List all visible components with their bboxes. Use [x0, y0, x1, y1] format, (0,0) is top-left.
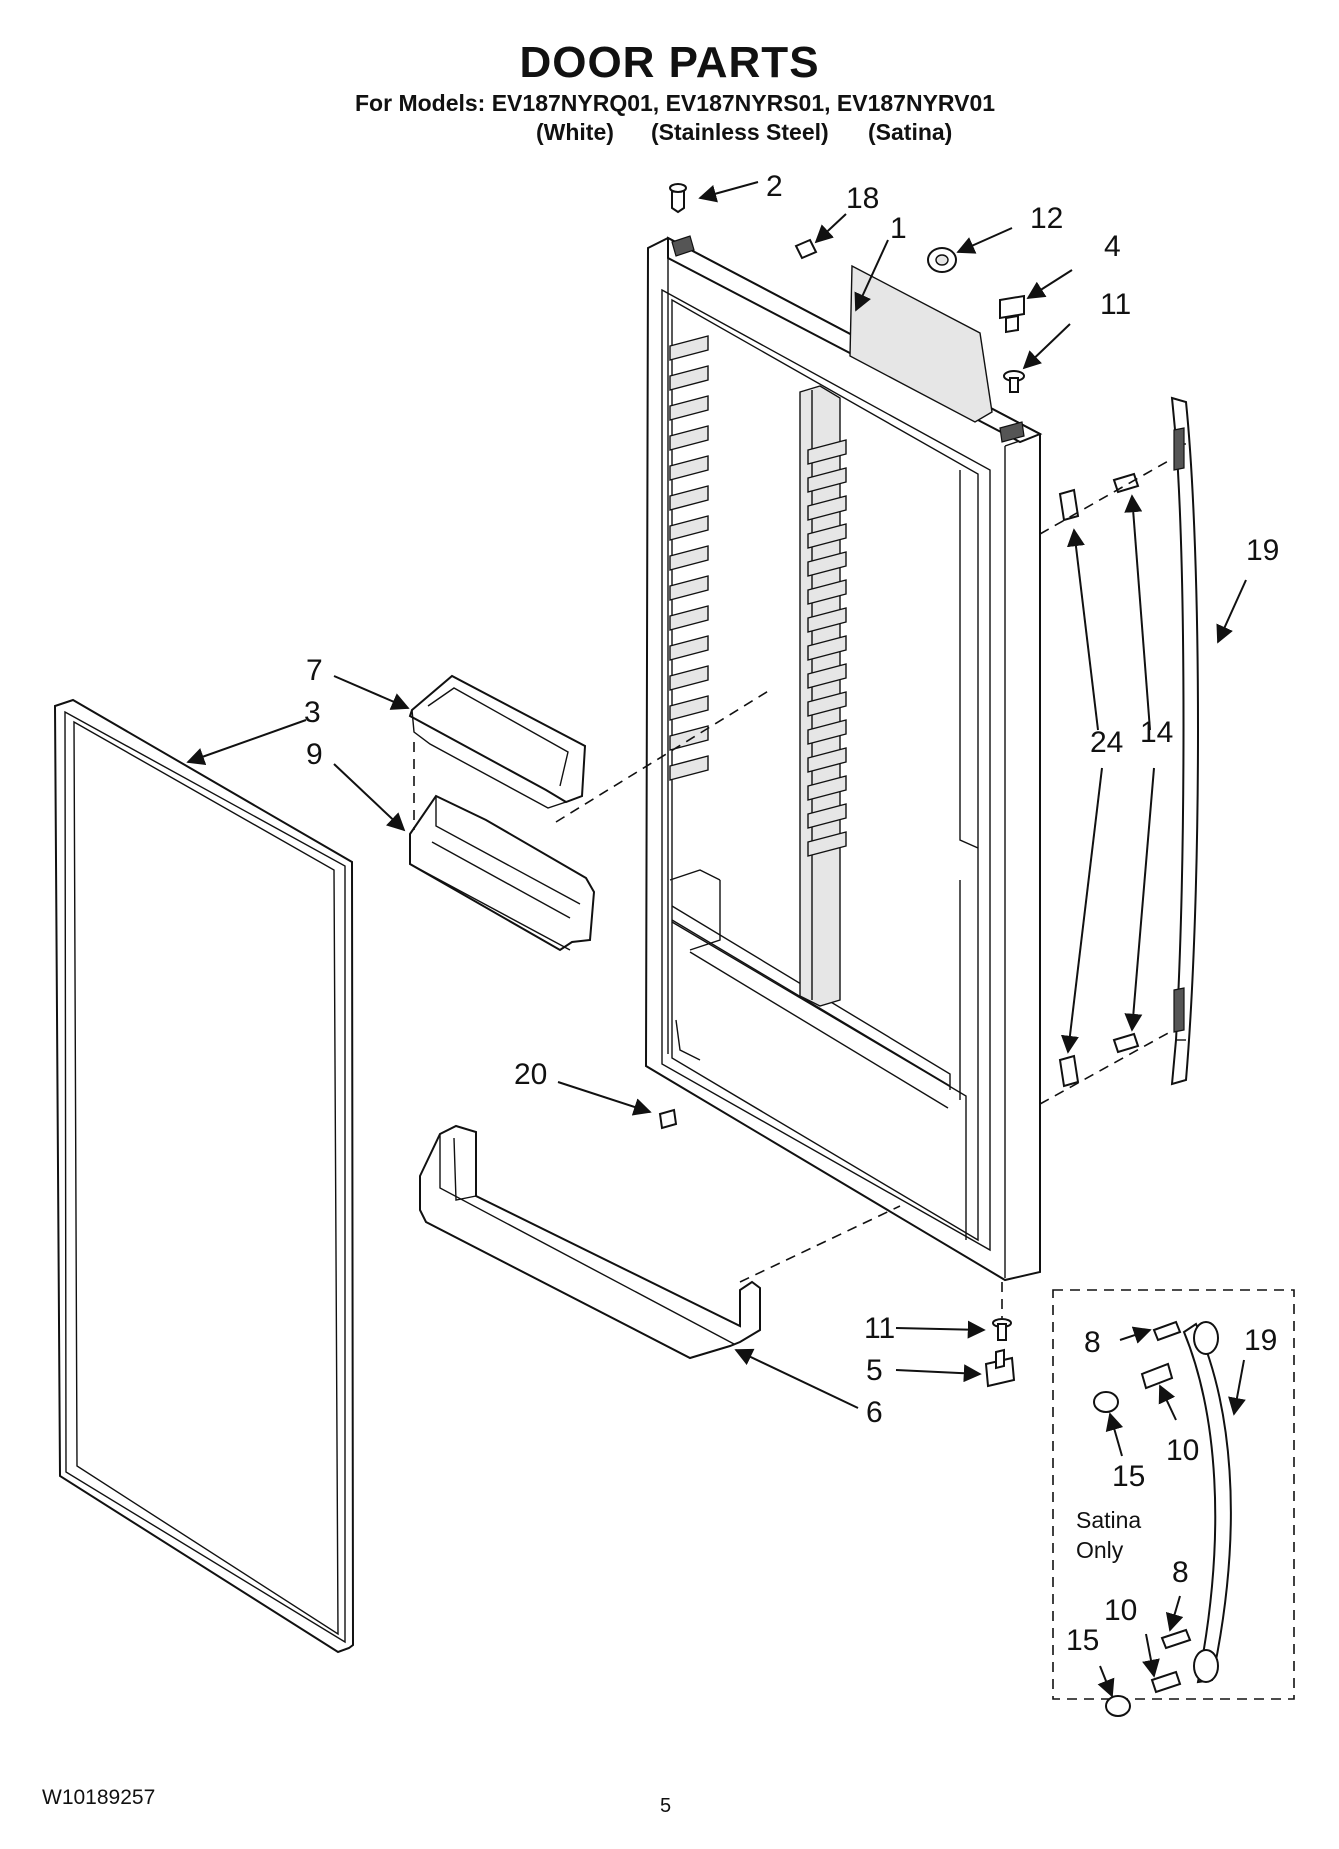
handle-clips: [1058, 472, 1140, 1088]
callout-24: 24: [1090, 726, 1123, 759]
bin-rib: [807, 523, 847, 549]
part-20-cap: [658, 1108, 678, 1130]
inset-note-line2: Only: [1076, 1537, 1124, 1563]
callout-4: 4: [1104, 230, 1121, 263]
callout-19: 19: [1246, 534, 1279, 567]
part-7-shelf: [408, 674, 587, 809]
part-11-top-bushing: [1003, 370, 1025, 393]
bin-rib: [669, 725, 709, 751]
inset-callout-19: 19: [1244, 1324, 1277, 1357]
inset-callout-10-bottom: 10: [1104, 1594, 1137, 1627]
bin-rib: [669, 575, 709, 601]
part-19-handle: [1170, 396, 1199, 1086]
callout-20: 20: [514, 1058, 547, 1091]
page-number: 5: [660, 1795, 672, 1817]
callout-9: 9: [306, 738, 323, 771]
bin-rib: [807, 495, 847, 521]
bin-rib: [669, 485, 709, 511]
part-12-hinge-cover: [927, 247, 957, 273]
bin-rib: [807, 831, 847, 857]
callout-1: 1: [890, 212, 907, 245]
callout-14: 14: [1140, 716, 1173, 749]
bin-rib: [807, 803, 847, 829]
bin-rib: [669, 365, 709, 391]
inset-callout-8-bottom: 8: [1172, 1556, 1189, 1589]
part-18-tag: [794, 238, 818, 260]
bin-rib: [807, 691, 847, 717]
part-2-hinge-pin: [669, 183, 687, 214]
part-9-bin: [409, 794, 596, 952]
inset-callout-15-top: 15: [1112, 1460, 1145, 1493]
callout-11-top: 11: [1100, 288, 1131, 321]
inset-note-line1: Satina: [1076, 1507, 1141, 1533]
part-1-door-liner: [644, 236, 1043, 1282]
bin-rib: [807, 607, 847, 633]
bin-rib: [807, 635, 847, 661]
bin-rib: [807, 663, 847, 689]
bin-rib: [669, 395, 709, 421]
center-bin-ribs: [807, 439, 847, 857]
callout-18: 18: [846, 182, 879, 215]
page-title: DOOR PARTS: [519, 38, 820, 87]
bin-rib: [669, 635, 709, 661]
inset-callout-15-bottom: 15: [1066, 1624, 1099, 1657]
inset-callout-8-top: 8: [1084, 1326, 1101, 1359]
bin-rib: [669, 455, 709, 481]
callout-11-bottom: 11: [864, 1312, 895, 1345]
bin-rib: [669, 605, 709, 631]
part-6-door-bin: [419, 1124, 761, 1360]
bin-rib: [807, 747, 847, 773]
models-line: For Models: EV187NYRQ01, EV187NYRS01, EV…: [355, 90, 996, 116]
callout-6: 6: [866, 1396, 883, 1429]
bin-rib: [669, 755, 709, 781]
bin-rib: [669, 515, 709, 541]
bottom-hinge: [984, 1318, 1016, 1388]
top-left-plug: [671, 235, 695, 257]
bin-rib: [807, 719, 847, 745]
left-bin-ribs: [669, 335, 709, 781]
bin-rib: [669, 335, 709, 361]
part-3-gasket: [53, 698, 355, 1654]
bin-rib: [669, 425, 709, 451]
top-right-plug: [999, 421, 1025, 443]
bin-rib: [807, 551, 847, 577]
callout-3: 3: [304, 696, 321, 729]
variant-satina: (Satina): [868, 119, 953, 145]
callout-5: 5: [866, 1354, 883, 1387]
satina-inset-frame: [1052, 1289, 1295, 1700]
satina-handle: [1093, 1320, 1232, 1717]
variant-stainless: (Stainless Steel): [651, 119, 829, 145]
variant-white: (White): [536, 119, 614, 145]
bin-rib: [807, 579, 847, 605]
inset-callout-10-top: 10: [1166, 1434, 1199, 1467]
callout-7: 7: [306, 654, 323, 687]
part-4-top-hinge: [999, 294, 1025, 334]
callout-2: 2: [766, 170, 783, 203]
callout-12: 12: [1030, 202, 1063, 235]
bin-rib: [807, 775, 847, 801]
bin-rib: [807, 467, 847, 493]
leader-lines: [186, 181, 1247, 1698]
bin-rib: [669, 545, 709, 571]
bin-rib: [807, 439, 847, 465]
bin-rib: [669, 695, 709, 721]
bin-rib: [669, 665, 709, 691]
document-number: W10189257: [42, 1786, 156, 1809]
